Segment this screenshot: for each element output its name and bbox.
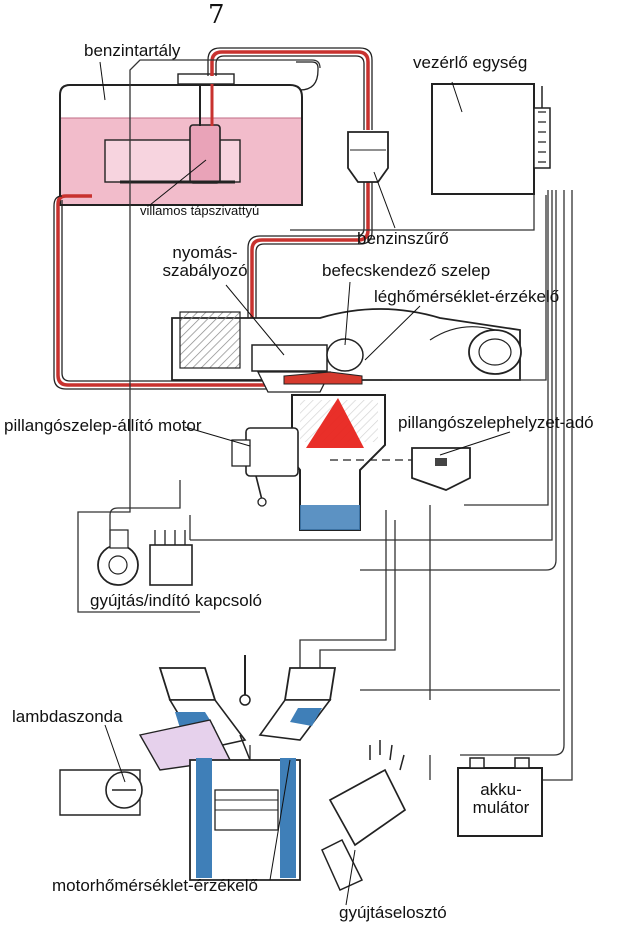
label-injector-valve: befecskendező szelep: [322, 262, 490, 280]
control-unit: [432, 84, 550, 194]
label-control-unit: vezérlő egység: [413, 54, 527, 72]
label-engine-temp-sensor: motorhőmérséklet-érzékelő: [52, 877, 258, 895]
label-battery: akku- mulátor: [462, 781, 540, 817]
label-pressure-regulator: nyomás- szabályozó: [150, 244, 260, 280]
label-throttle-position-sensor: pillangószelephelyzet-adó: [398, 414, 594, 432]
fuel-filter: [348, 132, 388, 182]
engine: [60, 655, 335, 880]
label-throttle-actuator-motor: pillangószelep-állító motor: [4, 417, 202, 435]
page-number: 7: [208, 2, 225, 29]
distributor: [322, 740, 405, 890]
label-lambda-probe: lambdaszonda: [12, 708, 123, 726]
label-distributor: gyújtáselosztó: [339, 904, 447, 922]
label-electric-fuel-pump: villamos tápszivattyú: [140, 204, 259, 218]
label-fuel-tank: benzintartály: [84, 42, 180, 60]
label-ignition-start-switch: gyújtás/indító kapcsoló: [90, 592, 262, 610]
throttle-actuator: [232, 428, 298, 506]
label-fuel-filter: benzinszűrő: [357, 230, 449, 248]
ignition-switch: [98, 530, 192, 585]
fuel-tank: [60, 74, 302, 205]
label-air-temp-sensor: léghőmérséklet-érzékelő: [374, 288, 559, 306]
